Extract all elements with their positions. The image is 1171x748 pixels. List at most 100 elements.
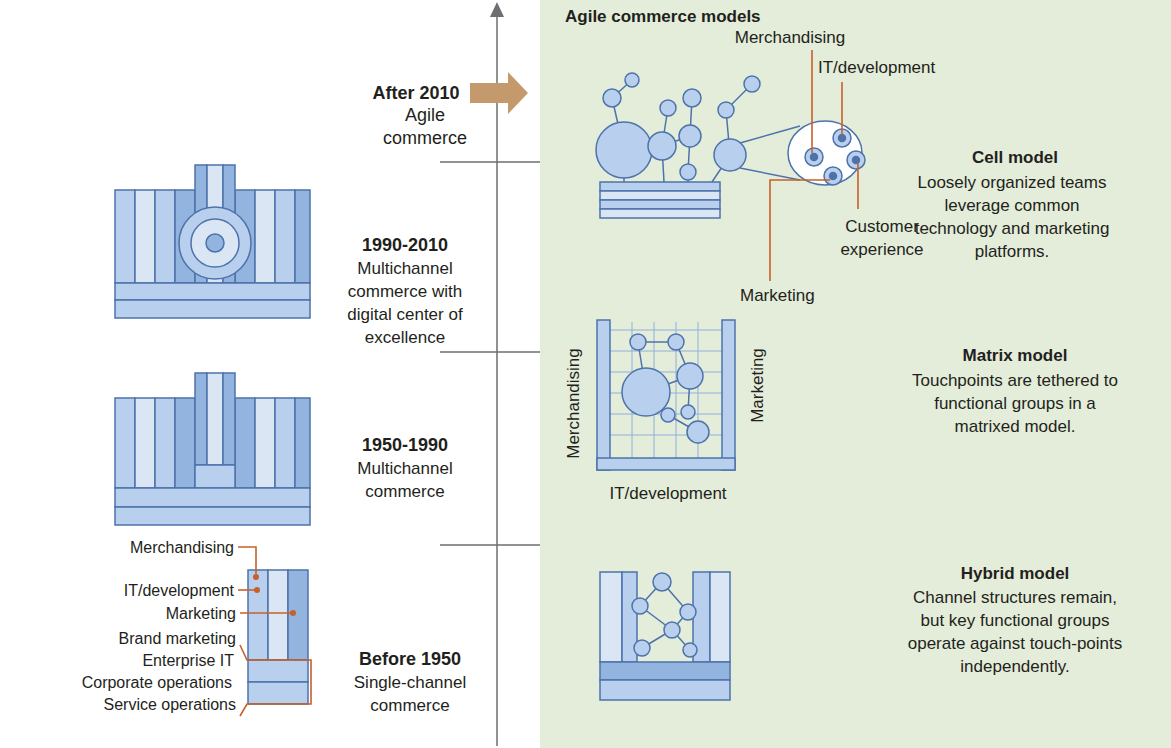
cell-model-figure-part-part (847, 151, 865, 169)
timeline-axis (440, 14, 555, 746)
matrix-model-figure-part-part (610, 372, 722, 373)
function-label: Enterprise IT (34, 649, 234, 672)
building-1950-1990-part (135, 398, 155, 488)
hybrid-model-figure-part-part (632, 598, 648, 614)
matrix-model-figure-part-part (661, 408, 675, 422)
building-before-1950-part (248, 570, 268, 660)
matrix-model-figure-part-part (681, 405, 695, 419)
era-name: Agile commerce (375, 104, 475, 150)
leader-lines-part (240, 612, 291, 614)
era-date: Before 1950 (330, 648, 490, 671)
cell-model-figure-part (857, 163, 859, 209)
building-1990-2010-part (135, 190, 155, 283)
matrix-model-figure-part-part (687, 421, 709, 443)
hybrid-model-figure (600, 572, 730, 700)
function-label: Brand marketing (36, 627, 236, 650)
building-1950-1990-part (115, 398, 135, 488)
building-before-1950-part (268, 570, 288, 660)
building-1950-1990-part (255, 398, 275, 488)
matrix-model-figure-part (610, 322, 722, 458)
era-date: After 2010 (331, 82, 501, 105)
model-heading: Hybrid model (905, 562, 1125, 585)
building-before-1950-part (248, 660, 308, 682)
building-1950-1990-part (207, 373, 223, 465)
timeline-axis-part (496, 14, 498, 746)
model-description: Channel structures remain, but key funct… (904, 586, 1126, 678)
model-heading: Cell model (905, 146, 1125, 169)
matrix-model-figure (597, 320, 735, 470)
building-1990-2010-part (275, 190, 295, 283)
hybrid-model-figure-part-part (710, 572, 730, 662)
cell-model-figure-part-part (600, 182, 720, 191)
building-1990-2010-part (295, 190, 310, 283)
cell-model-figure-part-part (679, 125, 701, 147)
building-1950-1990-part (295, 398, 310, 488)
era-date: 1950-1990 (325, 434, 485, 457)
model-description: Touchpoints are tethered to functional g… (908, 369, 1123, 438)
timeline-axis-part (440, 351, 555, 353)
model-heading: Matrix model (905, 344, 1125, 367)
building-1950-1990-part (195, 465, 235, 488)
cell-model-figure-part-part (596, 122, 652, 178)
function-label: Corporate operations (32, 671, 232, 694)
cell-model-figure-part (841, 82, 843, 135)
function-label: Marketing (746, 326, 769, 446)
building-before-1950-part (248, 682, 308, 704)
hybrid-model-figure-part-part (600, 662, 730, 680)
leader-lines (238, 547, 311, 716)
era-name: Single-channel commerce (345, 671, 475, 717)
cell-model-figure-part-part (839, 135, 846, 142)
building-1990-2010-part (155, 190, 175, 283)
building-before-1950 (248, 570, 308, 704)
cell-model-figure-part-part (660, 100, 676, 116)
matrix-model-figure-part-part (610, 330, 722, 331)
function-label: IT/development (818, 56, 978, 79)
matrix-model-figure-part-part (597, 458, 735, 470)
building-1950-1990-part (235, 398, 255, 488)
model-description: Loosely organized teams leverage common … (910, 171, 1115, 263)
era-name: Multichannel commerce (340, 457, 470, 503)
cell-model-figure-part-part (683, 89, 701, 107)
leader-lines-part (253, 574, 259, 580)
cell-model-figure-part (811, 50, 813, 153)
cell-model-figure-part-part (603, 89, 621, 107)
function-label: Merchandising (34, 536, 234, 559)
leader-lines-part (238, 589, 255, 591)
cell-model-figure-part-part (625, 73, 639, 87)
building-1990-2010-part (255, 190, 275, 283)
building-1990-2010-part (179, 207, 251, 279)
cell-model-figure-part-part (714, 139, 746, 171)
building-1950-1990 (115, 373, 310, 525)
era-date: 1990-2010 (325, 234, 485, 257)
matrix-model-figure-part (597, 320, 735, 470)
building-1990-2010-part (191, 219, 239, 267)
matrix-model-figure-part-part (677, 363, 703, 389)
hybrid-model-figure-part-part (634, 640, 650, 656)
building-1950-1990-part (115, 488, 310, 507)
building-1950-1990-part (115, 507, 310, 525)
hybrid-model-figure-part-part (600, 572, 622, 662)
matrix-model-figure-part-part (610, 351, 722, 352)
cell-model-figure-part-part (853, 157, 860, 164)
building-1990-2010-part (115, 300, 310, 318)
cell-model-figure-part-part (824, 167, 842, 185)
building-1990-2010-part (206, 234, 224, 252)
matrix-model-figure-part-part (668, 334, 684, 350)
hybrid-model-figure-part (600, 572, 730, 700)
hybrid-model-figure-part-part (653, 573, 671, 591)
leader-lines-part (240, 645, 311, 716)
cell-model-figure-part (600, 182, 720, 218)
cell-model-figure-part-part (830, 173, 837, 180)
cell-model-figure-part-part (718, 102, 734, 118)
function-label: Marketing (740, 284, 860, 307)
building-1950-1990-part (195, 373, 207, 465)
function-label: Marketing (36, 602, 236, 625)
era-arrow (470, 72, 528, 114)
matrix-model-figure-part-part (622, 368, 670, 416)
cell-model-figure-part (770, 180, 830, 281)
hybrid-model-figure-part-part (680, 604, 696, 620)
timeline-axis-part (440, 161, 555, 163)
cell-model-figure-part (596, 73, 865, 185)
cell-model-figure-part-part (600, 200, 720, 209)
